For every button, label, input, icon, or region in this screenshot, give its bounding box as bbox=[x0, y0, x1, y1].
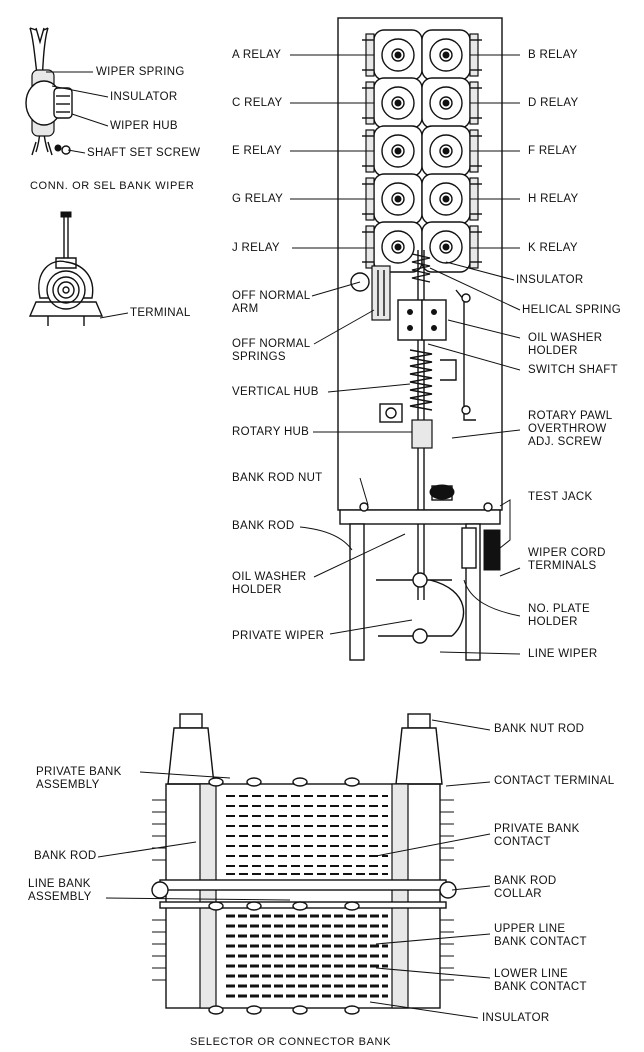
label-shaft-set-screw: SHAFT SET SCREW bbox=[87, 147, 201, 159]
label-private-wiper: PRIVATE WIPER bbox=[232, 630, 325, 642]
label-oil-washer-holder-right: OIL WASHER HOLDER bbox=[528, 332, 603, 357]
label-private-bank-assembly: PRIVATE BANK ASSEMBLY bbox=[36, 766, 122, 791]
label-b-relay: B RELAY bbox=[528, 49, 578, 61]
label-vertical-hub: VERTICAL HUB bbox=[232, 386, 319, 398]
label-off-normal-arm: OFF NORMAL ARM bbox=[232, 290, 310, 315]
switch-mechanism bbox=[350, 250, 476, 600]
label-off-normal-springs: OFF NORMAL SPRINGS bbox=[232, 338, 310, 363]
label-lower-line-bank-contact: LOWER LINE BANK CONTACT bbox=[494, 968, 587, 993]
label-switch-shaft: SWITCH SHAFT bbox=[528, 364, 618, 376]
private-bank-contacts bbox=[226, 795, 388, 875]
label-no-plate-holder: NO. PLATE HOLDER bbox=[528, 603, 590, 628]
label-e-relay: E RELAY bbox=[232, 145, 282, 157]
label-rotary-pawl-overthrow-adj-screw: ROTARY PAWL OVERTHROW ADJ. SCREW bbox=[528, 410, 613, 448]
terminal-drawing bbox=[28, 211, 129, 326]
label-rotary-hub: ROTARY HUB bbox=[232, 426, 310, 438]
label-g-relay: G RELAY bbox=[232, 193, 284, 205]
caption-selector-bank: SELECTOR OR CONNECTOR BANK bbox=[190, 1036, 392, 1048]
selector-switch-drawing bbox=[290, 17, 521, 661]
label-private-bank-contact: PRIVATE BANK CONTACT bbox=[494, 823, 580, 848]
label-insulator-switch: INSULATOR bbox=[516, 274, 584, 286]
label-bank-rod-nut: BANK ROD NUT bbox=[232, 472, 323, 484]
label-contact-terminal: CONTACT TERMINAL bbox=[494, 775, 615, 787]
label-wiper-spring: WIPER SPRING bbox=[96, 66, 185, 78]
label-c-relay: C RELAY bbox=[232, 97, 283, 109]
label-test-jack: TEST JACK bbox=[528, 491, 593, 503]
label-insulator: INSULATOR bbox=[110, 91, 178, 103]
label-oil-washer-holder-left: OIL WASHER HOLDER bbox=[232, 571, 307, 596]
label-upper-line-bank-contact: UPPER LINE BANK CONTACT bbox=[494, 923, 587, 948]
label-terminal: TERMINAL bbox=[130, 307, 191, 319]
label-line-bank-assembly: LINE BANK ASSEMBLY bbox=[28, 878, 92, 903]
label-a-relay: A RELAY bbox=[232, 49, 282, 61]
bank-wiper-drawing bbox=[25, 27, 109, 156]
label-bank-rod-collar: BANK ROD COLLAR bbox=[494, 875, 557, 900]
bank-rods-and-plate bbox=[339, 484, 501, 661]
label-h-relay: H RELAY bbox=[528, 193, 579, 205]
relay-coils bbox=[361, 29, 483, 273]
label-d-relay: D RELAY bbox=[528, 97, 579, 109]
line-bank-contacts bbox=[226, 914, 388, 998]
label-wiper-cord-terminals: WIPER CORD TERMINALS bbox=[528, 547, 606, 572]
label-j-relay: J RELAY bbox=[232, 242, 280, 254]
label-line-wiper: LINE WIPER bbox=[528, 648, 598, 660]
label-bank-rod: BANK ROD bbox=[232, 520, 295, 532]
selector-bank-drawing bbox=[97, 713, 491, 1019]
label-wiper-hub: WIPER HUB bbox=[110, 120, 178, 132]
label-f-relay: F RELAY bbox=[528, 145, 578, 157]
label-bank-rod-bank: BANK ROD bbox=[34, 850, 97, 862]
caption-bank-wiper: CONN. OR SEL BANK WIPER bbox=[30, 180, 195, 192]
label-helical-spring: HELICAL SPRING bbox=[522, 304, 621, 316]
label-k-relay: K RELAY bbox=[528, 242, 578, 254]
label-bank-nut-rod: BANK NUT ROD bbox=[494, 723, 585, 735]
label-insulator-bank: INSULATOR bbox=[482, 1012, 550, 1024]
